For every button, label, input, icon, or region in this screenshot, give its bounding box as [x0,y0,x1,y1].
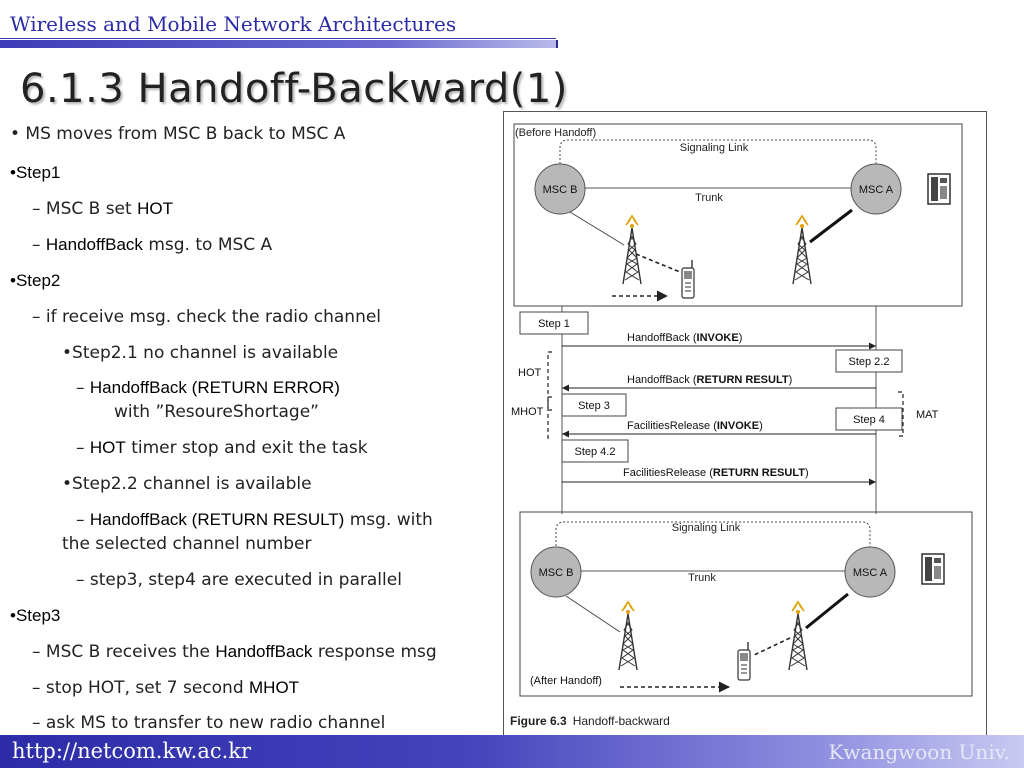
msg-facilities-result: FacilitiesRelease (RETURN RESULT) [623,467,809,479]
bullet-step2-2-parallel: – step3, step4 are executed in parallel [76,570,402,590]
cell-tower-icon [622,215,642,285]
hot-timer-bracket [547,351,552,411]
bullet-step3: •Step3 [10,606,61,625]
bullet-step2-1-hot-stop: – HOT timer stop and exit the task [76,438,368,458]
mobile-handset-icon [681,259,695,299]
footer-url[interactable]: http://netcom.kw.ac.kr [12,739,252,763]
footer-university: Kwangwoon Univ. [828,740,1010,764]
mhot-timer-bracket [547,396,552,439]
bullet-step2-1-return-error: – HandoffBack (RETURN ERROR) [76,378,340,398]
before-handoff-label: (Before Handoff) [515,127,596,139]
footer-bar: http://netcom.kw.ac.kr Kwangwoon Univ. [0,735,1024,768]
mat-timer-label: MAT [916,409,939,421]
msc-a-node [850,163,902,215]
step4-2-box [561,439,629,463]
msc-b-to-tower-link [569,211,625,246]
bullet-step2: •Step2 [10,271,61,290]
telephone-icon [927,173,951,205]
radio-link-dashed [751,637,791,657]
bullet-step1-set-hot: – MSC B set HOT [32,199,173,219]
before-handoff-panel [513,123,963,307]
bullet-step3-transfer: – ask MS to transfer to new radio channe… [32,713,386,733]
cell-tower-icon [618,601,638,671]
bullet-step2-1: •Step2.1 no channel is available [62,343,339,363]
header-bar: Wireless and Mobile Network Architecture… [0,0,558,50]
telephone-icon [921,553,945,585]
step3-label: Step 3 [578,400,610,412]
trunk-label: Trunk [688,572,716,584]
msc-a-to-tower-link [809,208,853,244]
step4-box [835,407,903,431]
bullet-step2-check-channel: – if receive msg. check the radio channe… [32,307,382,327]
msc-b-label: MSC B [539,567,574,579]
step1-label: Step 1 [538,318,570,330]
cell-tower-icon [788,601,808,671]
mhot-timer-label: MHOT [511,406,544,418]
msc-a-to-tower-link [805,592,849,630]
slide-title: 6.1.3 Handoff-Backward(1) [20,66,568,112]
mat-timer-bracket [898,391,904,437]
step4-2-label: Step 4.2 [575,446,616,458]
step4-label: Step 4 [853,414,885,426]
handoff-figure: (Before Handoff) Signaling Link Trunk MS… [503,111,987,737]
msc-a-node [844,546,896,598]
trunk-label: Trunk [695,192,723,204]
bullet-step2-2-return-result: – HandoffBack (RETURN RESULT) msg. with [76,510,433,530]
msg-handoffback-result: HandoffBack (RETURN RESULT) [627,374,792,386]
signaling-link-line [555,521,871,578]
bullet-step3-receive: – MSC B receives the HandoffBack respons… [32,642,437,662]
handoff-diagram: (Before Handoff) Signaling Link Trunk MS… [510,123,973,728]
signaling-link-label: Signaling Link [672,522,741,534]
cell-tower-icon [792,215,812,285]
header-rule-thick [0,40,558,48]
msg-handoffback-invoke: HandoffBack (INVOKE) [627,332,742,344]
msc-b-node [534,163,586,215]
step1-box [519,311,589,335]
bullet-step2-2: •Step2.2 channel is available [62,474,312,494]
course-title: Wireless and Mobile Network Architecture… [10,12,457,36]
bullet-step2-2-channel-number: the selected channel number [62,534,312,554]
hot-timer-label: HOT [518,367,542,379]
msc-b-to-tower-link [565,595,621,633]
msc-b-label: MSC B [543,184,578,196]
after-handoff-panel [519,511,973,697]
bullet-step3-stop-hot: – stop HOT, set 7 second MHOT [32,678,300,698]
bullet-ms-moves: • MS moves from MSC B back to MSC A [10,124,346,144]
step2-2-box [835,349,903,373]
msc-b-node [530,546,582,598]
bullet-step2-1-resource-shortage: with ”ResoureShortage” [114,402,319,422]
after-handoff-label: (After Handoff) [530,675,602,687]
step2-2-label: Step 2.2 [849,356,890,368]
signaling-link-label: Signaling Link [680,142,749,154]
bullet-step1-handoffback: – HandoffBack msg. to MSC A [32,235,273,255]
bullet-step1: •Step1 [10,163,61,182]
msc-a-label: MSC A [859,184,894,196]
radio-link-dashed [635,253,681,273]
step3-box [561,393,627,417]
mobile-handset-icon [737,641,751,681]
msc-a-label: MSC A [853,567,888,579]
header-rule-thin [0,38,556,39]
msg-facilities-invoke: FacilitiesRelease (INVOKE) [627,420,763,432]
